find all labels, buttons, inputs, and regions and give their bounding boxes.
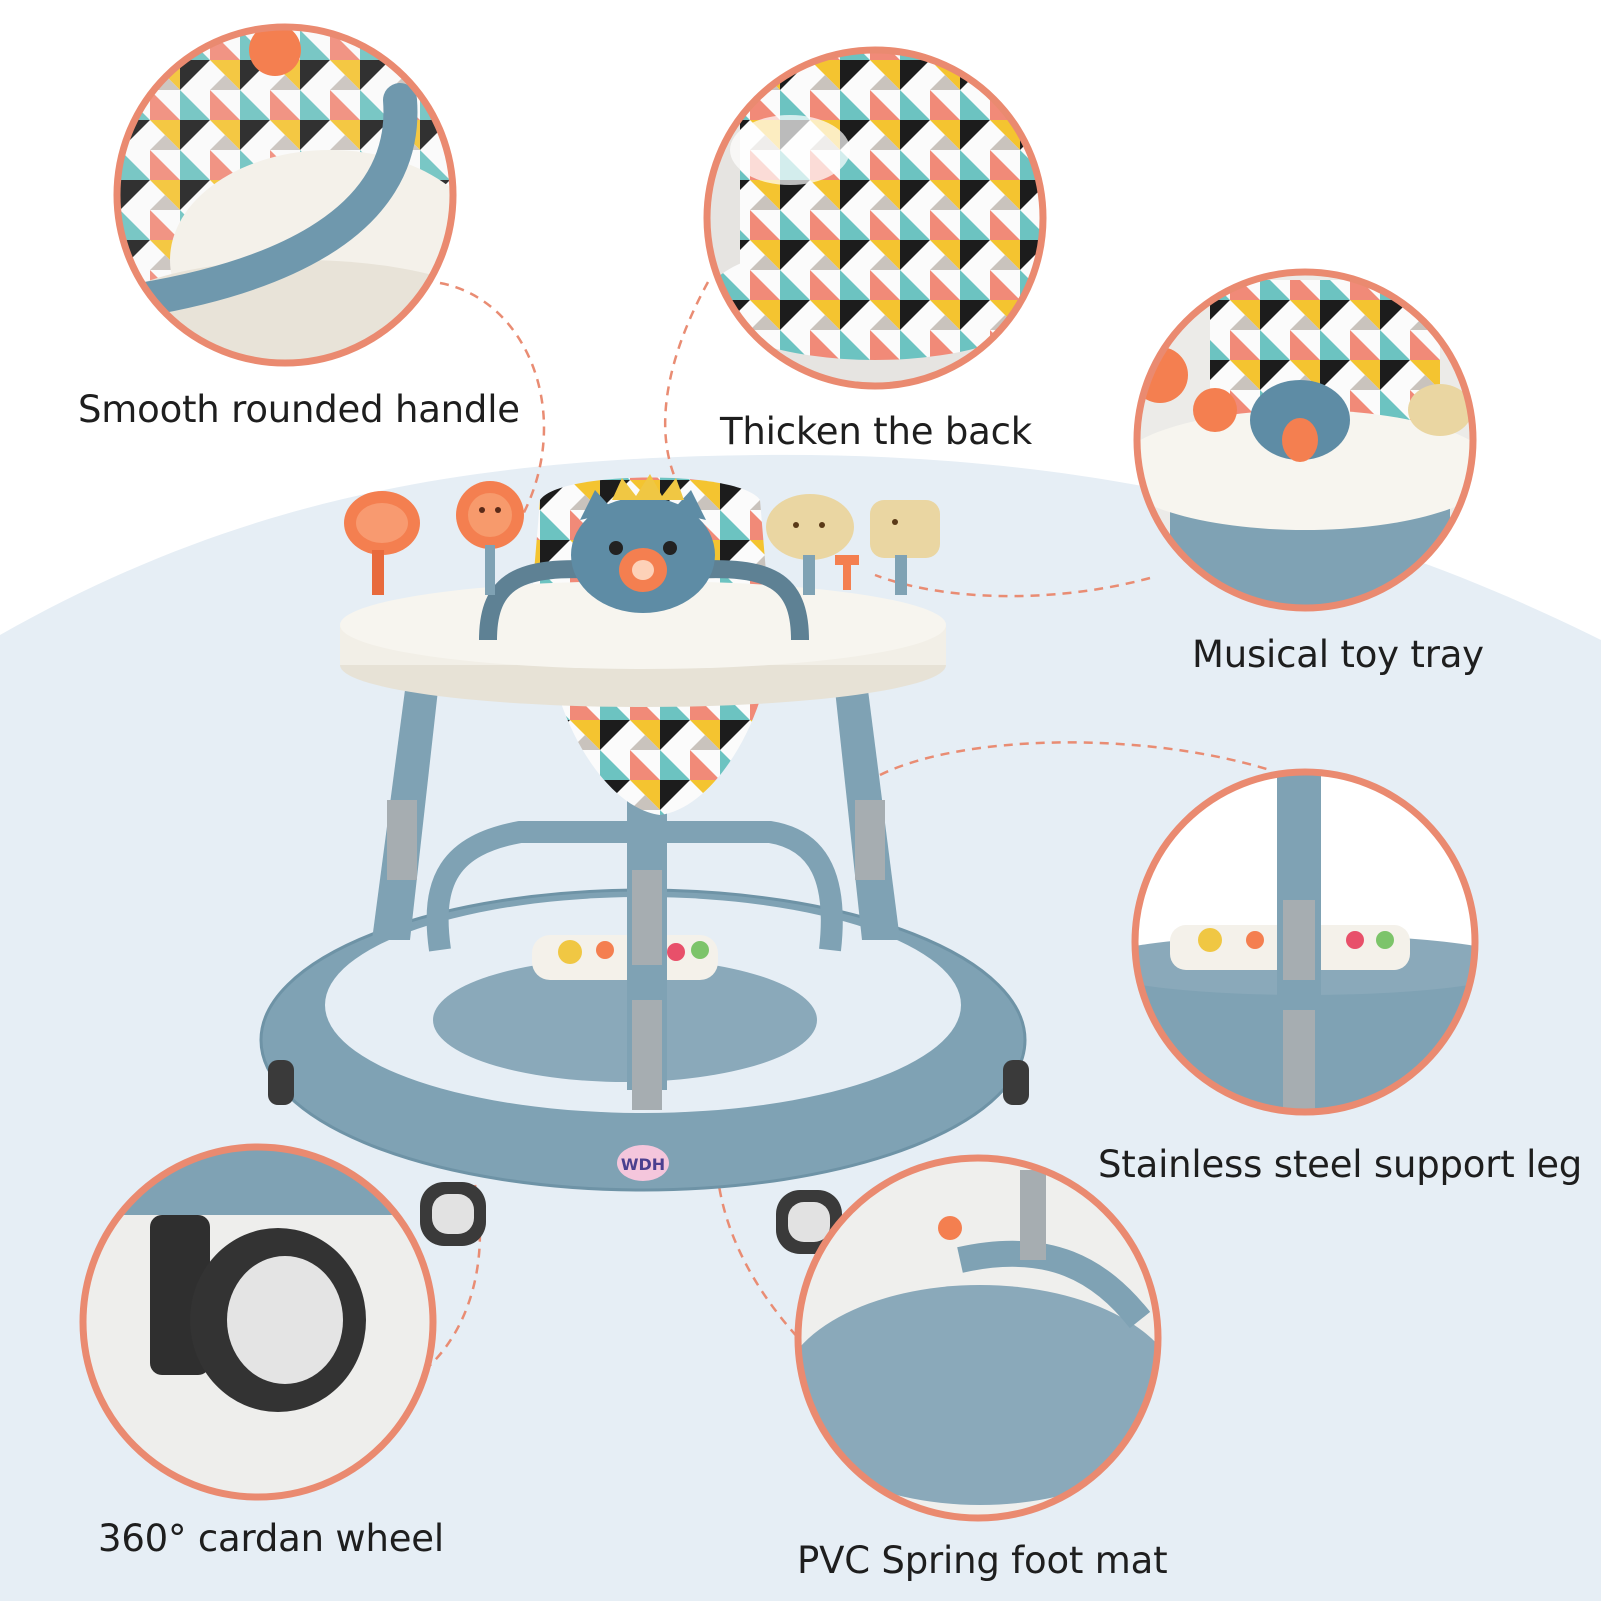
walker-left-toys — [344, 481, 524, 595]
walker-seat — [560, 700, 760, 815]
detail-circle-wheel — [79, 1143, 437, 1501]
connector-handle — [439, 281, 546, 521]
label-thicken-the-back: Thicken the back — [720, 410, 1032, 453]
label-musical-toy-tray: Musical toy tray — [1192, 633, 1484, 676]
logo-text: WDH — [621, 1155, 665, 1174]
connector-wheel — [424, 1184, 482, 1371]
connector-leg — [879, 741, 1271, 777]
detail-circle-back — [703, 46, 1047, 390]
label-pvc-spring-foot-mat: PVC Spring foot mat — [797, 1539, 1168, 1582]
walker-right-toys — [766, 494, 940, 595]
detail-circle-mat — [794, 1154, 1162, 1522]
walker-foot-mat — [433, 958, 817, 1082]
label-smooth-rounded-handle: Smooth rounded handle — [78, 388, 520, 431]
label-360-cardan-wheel: 360° cardan wheel — [98, 1517, 444, 1560]
main-walker: WDH — [259, 474, 1029, 1254]
walker-logo-badge: WDH — [617, 1145, 669, 1181]
label-stainless-steel-support-leg: Stainless steel support leg — [1098, 1143, 1583, 1186]
connector-tray — [874, 573, 1151, 598]
walker-creature-toy — [571, 474, 715, 613]
detail-circle-handle — [113, 23, 457, 367]
